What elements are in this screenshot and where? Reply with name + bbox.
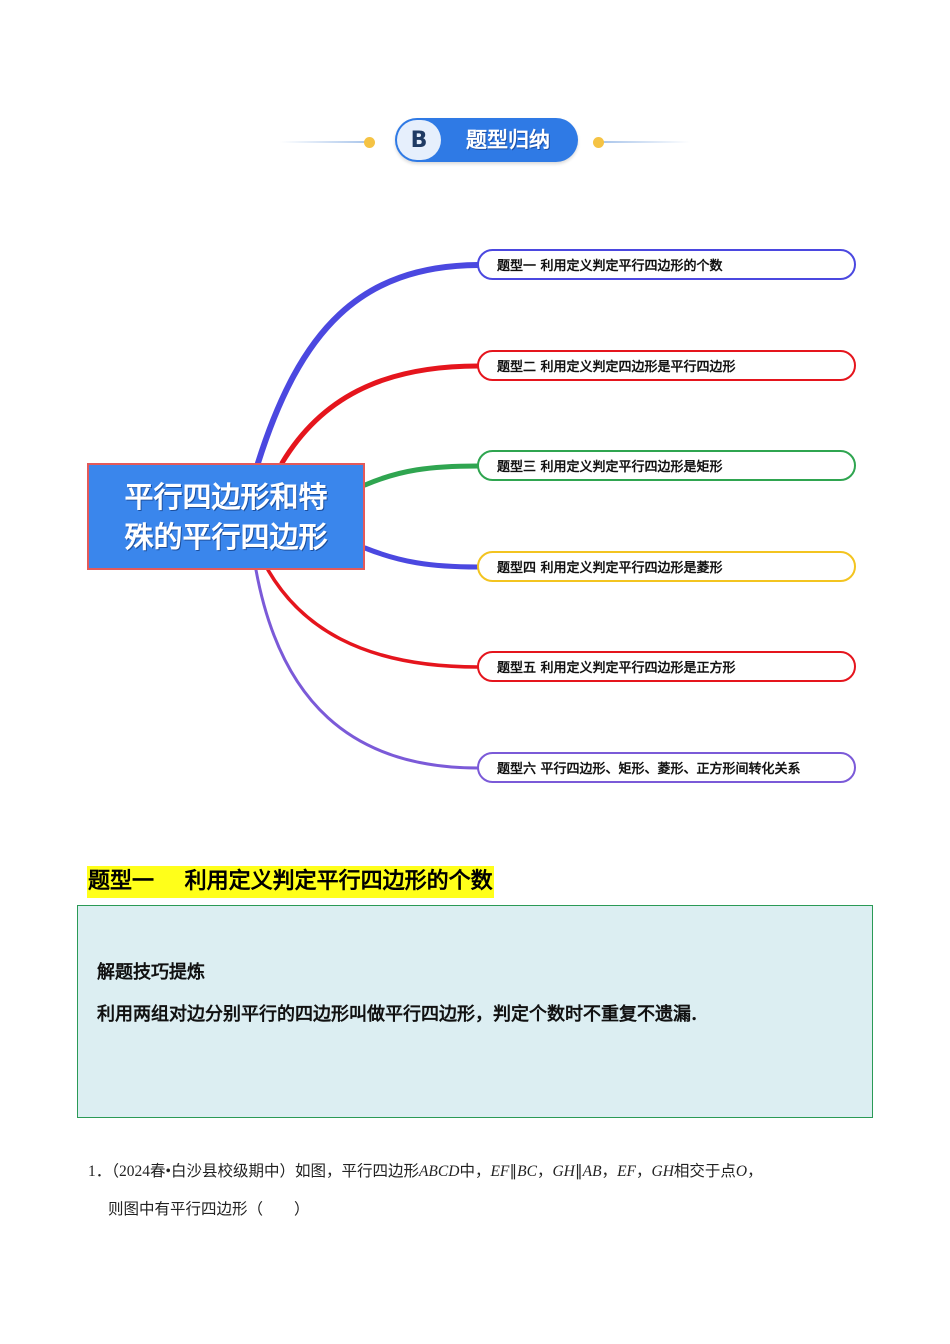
header-decor-dot-right: [593, 137, 604, 148]
branch-node-1: 题型一 利用定义判定平行四边形的个数: [477, 249, 856, 280]
mindmap-center-node: 平行四边形和特 殊的平行四边形: [87, 463, 365, 570]
header-decor-dot-left: [364, 137, 375, 148]
connector-3: [362, 463, 481, 488]
connector-4: [362, 545, 481, 570]
math-ef: EF: [490, 1163, 510, 1180]
question-1: 1．（2024春•白沙县校级期中）如图，平行四边形ABCD中，EF∥BC，GH∥…: [88, 1153, 878, 1229]
center-label-line-1: 平行四边形和特: [124, 479, 328, 514]
branch-node-2: 题型二 利用定义判定四边形是平行四边形: [477, 350, 856, 381]
parallel-symbol: ∥: [574, 1163, 583, 1180]
header-letter-badge: B: [397, 120, 441, 160]
branch-node-3: 题型三 利用定义判定平行四边形是矩形: [477, 450, 856, 481]
question-text: 中，: [459, 1163, 491, 1180]
question-number: 1．: [88, 1163, 112, 1180]
question-text: ，: [601, 1163, 618, 1180]
question-text: ，: [636, 1163, 652, 1180]
math-abcd: ABCD: [418, 1163, 460, 1180]
math-gh: GH: [651, 1163, 674, 1180]
math-gh: GH: [552, 1163, 575, 1180]
branch-node-4: 题型四 利用定义判定平行四边形是菱形: [477, 551, 856, 582]
mindmap-connectors: [254, 262, 481, 770]
header-title: 题型归纳: [466, 128, 550, 152]
question-line-2: 则图中有平行四边形（ ）: [108, 1201, 310, 1218]
tips-title: 解题技巧提炼: [97, 962, 205, 983]
question-text: 如图，平行四边形: [294, 1163, 419, 1180]
question-text: ，: [747, 1163, 763, 1180]
connector-2: [279, 363, 481, 466]
math-ab: AB: [582, 1163, 602, 1180]
question-source: （2024春•白沙县校级期中）: [111, 1163, 295, 1180]
math-bc: BC: [517, 1163, 537, 1180]
question-text: ，: [536, 1163, 553, 1180]
header-decor-line-right: [600, 141, 690, 143]
center-label-line-2: 殊的平行四边形: [124, 519, 328, 554]
question-text: 相交于点: [673, 1163, 736, 1180]
header-decor-line-left: [280, 141, 370, 143]
branch-node-6: 题型六 平行四边形、矩形、菱形、正方形间转化关系: [477, 752, 856, 783]
tips-body: 利用两组对边分别平行的四边形叫做平行四边形，判定个数时不重复不遗漏.: [97, 1004, 698, 1025]
branch-node-5: 题型五 利用定义判定平行四边形是正方形: [477, 651, 856, 682]
tips-box: 解题技巧提炼 利用两组对边分别平行的四边形叫做平行四边形，判定个数时不重复不遗漏…: [77, 905, 873, 1118]
question-line-1: 1．（2024春•白沙县校级期中）如图，平行四边形ABCD中，EF∥BC，GH∥…: [88, 1153, 878, 1191]
mindmap-center-label: 平行四边形和特 殊的平行四边形: [106, 477, 346, 557]
connector-5: [266, 568, 480, 669]
section-title: 题型一 利用定义判定平行四边形的个数: [87, 866, 494, 898]
connector-1: [255, 262, 481, 466]
math-o: O: [735, 1163, 748, 1180]
parallel-symbol: ∥: [509, 1163, 518, 1180]
mindmap: 平行四边形和特 殊的平行四边形 题型一 利用定义判定平行四边形的个数 题型二 利…: [0, 230, 950, 810]
math-ef: EF: [617, 1163, 636, 1180]
connector-6: [254, 568, 480, 770]
